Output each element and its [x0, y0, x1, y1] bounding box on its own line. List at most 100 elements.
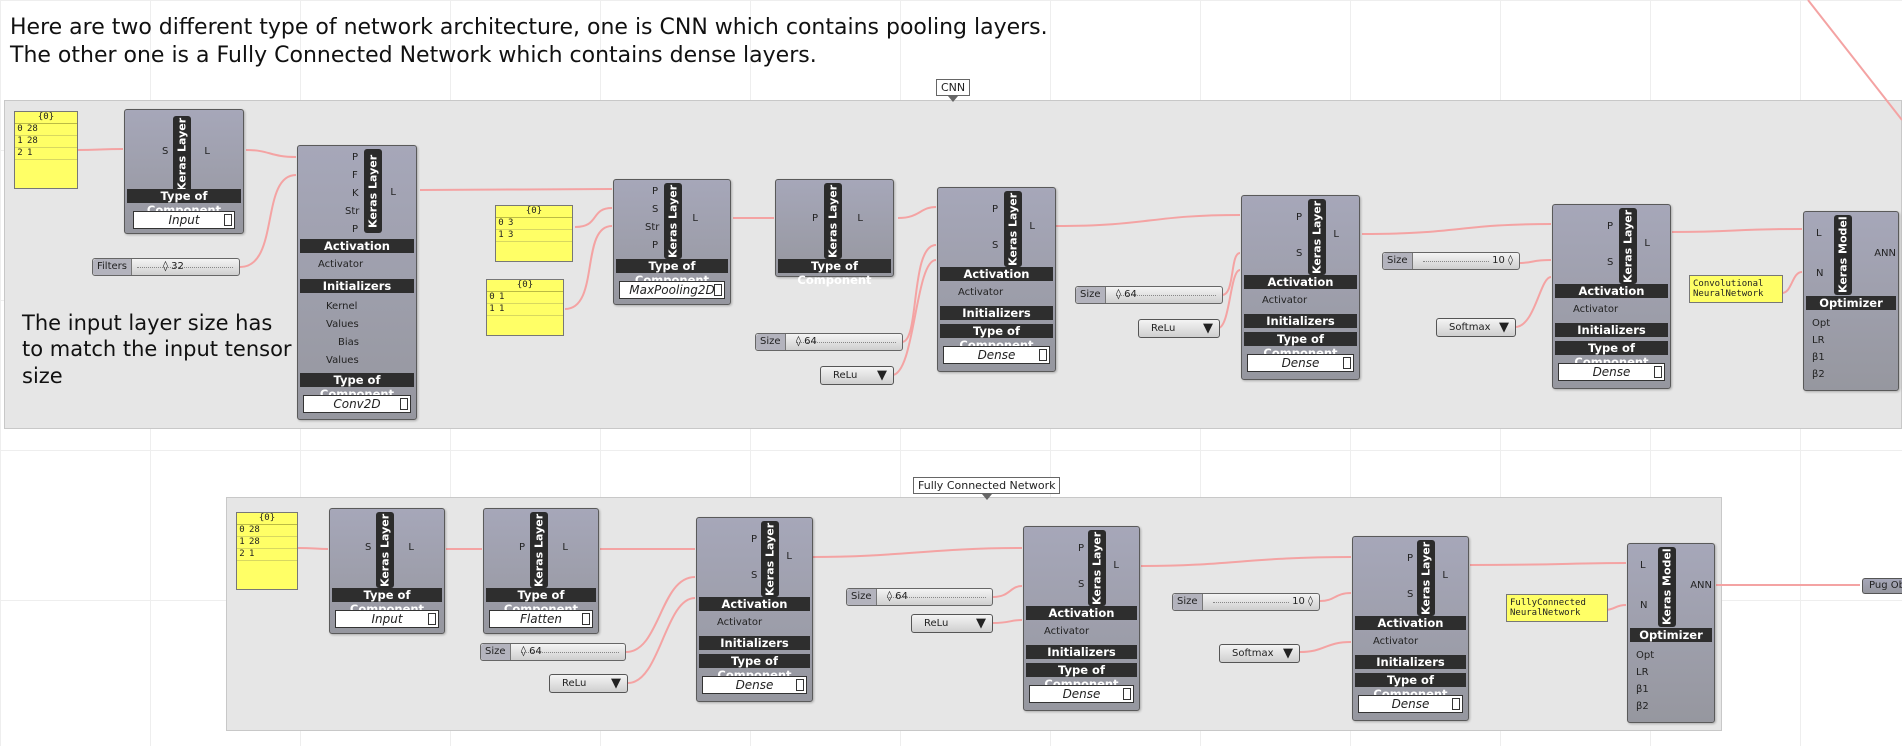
size-slider-value: ◊ 64 — [887, 591, 908, 602]
dropdown-value: ReLu — [1151, 323, 1176, 334]
component-type-dense[interactable]: Dense — [1358, 695, 1463, 713]
activator-label: Activator — [1262, 295, 1308, 306]
keras-input-layer[interactable]: S L Keras Layer Type of Component Input — [124, 109, 244, 234]
dropdown-arrow-icon: ▼ — [611, 676, 621, 691]
fc-group-label[interactable]: Fully Connected Network — [913, 477, 1061, 500]
component-type-input[interactable]: Input — [335, 610, 439, 628]
fc-size-slider-dense1[interactable]: Size ◊ 64 — [480, 643, 626, 661]
keras-layer-title: Keras Layer — [364, 149, 382, 233]
panel-value: 1 — [499, 304, 505, 314]
fc-activation-dropdown-dense1[interactable]: ReLu ▼ — [549, 674, 628, 693]
panel-header: {0} — [496, 206, 572, 218]
component-type-dense[interactable]: Dense — [1558, 363, 1665, 381]
port-s-label: S — [1407, 589, 1414, 600]
fc-model-name-panel[interactable]: FullyConnected NeuralNetwork — [1506, 594, 1608, 622]
activation-dropdown-dense2[interactable]: ReLu ▼ — [1138, 319, 1220, 338]
panel-index: 0 — [489, 292, 495, 302]
keras-dense-layer-2[interactable]: P S L Keras Layer Activation Activator I… — [1241, 195, 1360, 380]
fc-size-slider-dense3[interactable]: Size 10 ◊ — [1172, 593, 1320, 611]
type-of-component-header: Type of Component — [616, 259, 728, 287]
activation-dropdown-dense3[interactable]: Softmax ▼ — [1436, 318, 1516, 337]
size-slider-dense3[interactable]: Size 10 ◊ — [1382, 252, 1520, 270]
activation-header: Activation — [1244, 275, 1357, 289]
port-l-label: L — [786, 551, 792, 562]
port-s-label: S — [1078, 579, 1085, 590]
panel-index: 0 — [17, 124, 23, 134]
filters-slider[interactable]: Filters ◊ 32 — [92, 258, 240, 276]
type-of-component-header: Type of Component — [1244, 332, 1357, 360]
panel-value: 28 — [27, 124, 38, 134]
keras-layer-title: Keras Layer — [1619, 208, 1637, 284]
fc-keras-flatten-layer[interactable]: P L Keras Layer Type of Component Flatte… — [483, 508, 599, 634]
slider-track — [1116, 295, 1216, 296]
fc-keras-dense-layer-1[interactable]: P S L Keras Layer Activation Activator I… — [696, 517, 813, 702]
port-opt-label: Opt — [1812, 318, 1831, 329]
keras-model-cnn[interactable]: L N ANN Keras Model Optimizer Opt LR β1 … — [1803, 211, 1899, 391]
cnn-model-name-panel[interactable]: Convolutional NeuralNetwork — [1689, 275, 1783, 303]
fc-activation-dropdown-dense3[interactable]: Softmax ▼ — [1219, 644, 1300, 663]
fc-activation-dropdown-dense2[interactable]: ReLu ▼ — [911, 614, 993, 633]
keras-layer-title: Keras Layer — [530, 512, 548, 588]
cnn-group-label[interactable]: CNN — [936, 79, 971, 102]
port-s-label: S — [751, 570, 758, 581]
architecture-description-line2: The other one is a Fully Connected Netwo… — [10, 42, 817, 68]
size-slider-label: Size — [1173, 594, 1203, 610]
keras-layer-title: Keras Layer — [1417, 540, 1435, 616]
initializers-header: Initializers — [1244, 314, 1357, 328]
port-p-label: P — [992, 204, 999, 215]
component-type-input[interactable]: Input — [133, 211, 235, 229]
fc-keras-dense-layer-3[interactable]: P S L Keras Layer Activation Activator I… — [1352, 536, 1469, 721]
size-slider-value: ◊ 64 — [521, 646, 542, 657]
slider-track — [796, 342, 896, 343]
slider-track — [1423, 261, 1489, 262]
keras-dense-layer-3[interactable]: P S L Keras Layer Activation Activator I… — [1552, 204, 1671, 389]
component-type-dense[interactable]: Dense — [1029, 685, 1134, 703]
fc-keras-dense-layer-2[interactable]: P S L Keras Layer Activation Activator I… — [1023, 526, 1140, 711]
keras-layer-title: Keras Layer — [1088, 530, 1106, 606]
size-slider-dense2[interactable]: Size ◊ 64 — [1075, 286, 1223, 304]
component-type-conv2d[interactable]: Conv2D — [303, 395, 411, 413]
port-p-label: P — [812, 213, 819, 224]
panel-index: 0 — [239, 525, 245, 535]
size-slider-dense1[interactable]: Size ◊ 64 — [755, 333, 903, 351]
panel-row: 0 28 — [15, 124, 77, 136]
component-type-dense[interactable]: Dense — [1247, 354, 1354, 372]
port-s-label: S — [1607, 257, 1614, 268]
size-slider-label: Size — [756, 334, 786, 350]
initializers-header: Initializers — [1355, 655, 1466, 669]
pug-object-component[interactable]: Pug Ob — [1862, 578, 1902, 594]
panel-value: 1 — [27, 148, 33, 158]
component-type-flatten[interactable]: Flatten — [489, 610, 593, 628]
panel-value: 1 — [499, 292, 505, 302]
activation-dropdown-dense1[interactable]: ReLu ▼ — [820, 366, 894, 385]
kernel-label: Kernel — [326, 301, 358, 312]
fc-keras-input-layer[interactable]: S L Keras Layer Type of Component Input — [329, 508, 445, 634]
keras-flatten-layer-cnn[interactable]: P L Keras Layer Type of Component — [775, 179, 894, 287]
initializers-header: Initializers — [940, 306, 1053, 320]
port-str-label: Str — [645, 222, 660, 233]
keras-maxpooling-layer[interactable]: P S Str P L Keras Layer Type of Componen… — [613, 179, 731, 305]
keras-conv2d-layer[interactable]: P F K Str P L Keras Layer Activation Act… — [297, 145, 417, 420]
port-l-label: L — [562, 542, 568, 553]
panel-header: {0} — [487, 280, 563, 292]
size-slider-value: ◊ 64 — [1116, 289, 1137, 300]
component-type-dense[interactable]: Dense — [702, 676, 807, 694]
panel-index: 1 — [17, 136, 23, 146]
dropdown-arrow-icon: ▼ — [877, 368, 887, 383]
component-type-maxpooling2d[interactable]: MaxPooling2D — [619, 281, 725, 299]
input-size-note: The input layer size has to match the in… — [22, 311, 292, 388]
model-name-line2: NeuralNetwork — [1693, 289, 1764, 299]
fc-size-slider-dense2[interactable]: Size ◊ 64 — [846, 588, 993, 606]
panel-value: 28 — [249, 525, 260, 535]
component-type-dense[interactable]: Dense — [943, 346, 1050, 364]
fc-keras-model[interactable]: L N ANN Keras Model Optimizer Opt LR β1 … — [1627, 543, 1715, 723]
keras-dense-layer-1[interactable]: P S L Keras Layer Activation Activator I… — [937, 187, 1056, 372]
architecture-description-line1: Here are two different type of network a… — [10, 15, 1048, 40]
type-of-component-header: Type of Component — [1555, 341, 1668, 369]
port-beta1-label: β1 — [1812, 352, 1825, 363]
